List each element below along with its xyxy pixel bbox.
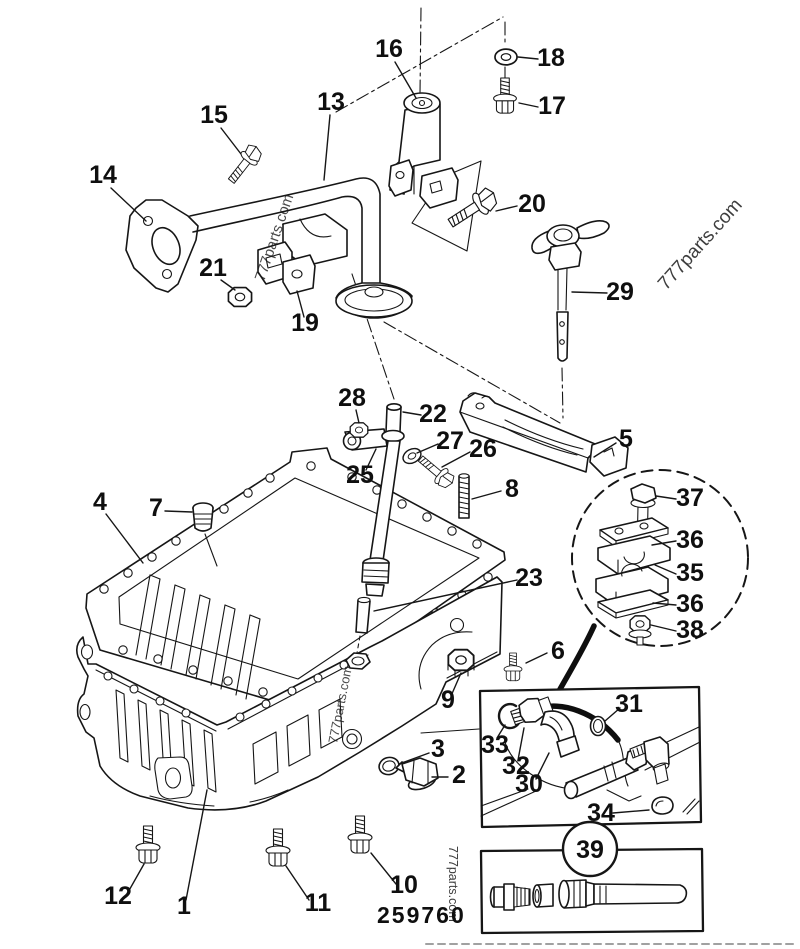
clamp-nut-38 bbox=[628, 615, 652, 646]
bolt-10 bbox=[347, 815, 373, 854]
callout-23-label: 23 bbox=[515, 564, 543, 592]
hose-inset-box bbox=[478, 685, 703, 829]
dipstick-tube-assembly bbox=[342, 402, 470, 654]
callout-3-label: 3 bbox=[431, 735, 445, 763]
hose-straight-30 bbox=[563, 745, 649, 800]
callout-29-label: 29 bbox=[606, 278, 634, 306]
plug-7 bbox=[192, 502, 218, 567]
watermark-right-vertical: 777parts.com bbox=[446, 846, 460, 922]
callout-35-label: 35 bbox=[676, 559, 704, 587]
washer-18 bbox=[494, 48, 518, 66]
callout-19-label: 19 bbox=[291, 309, 319, 337]
callout-15-label: 15 bbox=[200, 101, 228, 129]
callout-27-label: 27 bbox=[436, 427, 464, 455]
callout-37-label: 37 bbox=[676, 484, 704, 512]
callout-16-label: 16 bbox=[375, 35, 403, 63]
construction-lines bbox=[335, 7, 564, 734]
pipe-clamp bbox=[227, 213, 348, 308]
detail-circle bbox=[571, 469, 749, 647]
callout-22-label: 22 bbox=[419, 400, 447, 428]
callout-36b-label: 36 bbox=[676, 590, 704, 618]
hose-kit-inset-box bbox=[479, 820, 705, 935]
bolt-11 bbox=[265, 828, 291, 867]
snap-ring-33 bbox=[497, 702, 521, 730]
callout-14-label: 14 bbox=[89, 161, 117, 189]
kit-fitting bbox=[489, 883, 531, 911]
part-number: 259760 bbox=[377, 902, 466, 928]
bolt-26 bbox=[414, 451, 458, 492]
callout-labels: 1 2 3 4 5 6 7 8 9 10 11 12 13 14 15 16 1… bbox=[89, 35, 704, 920]
bolt-15 bbox=[223, 141, 266, 188]
clip-34 bbox=[651, 796, 674, 815]
clamp-plate-36-upper bbox=[599, 517, 669, 548]
kit-hose bbox=[558, 879, 688, 909]
callout-7-label: 7 bbox=[149, 494, 163, 522]
callout-10-label: 10 bbox=[390, 871, 418, 899]
dipstick bbox=[531, 220, 610, 362]
callout-31-label: 31 bbox=[615, 690, 643, 718]
callout-38-label: 38 bbox=[676, 616, 704, 644]
callout-36a-label: 36 bbox=[676, 526, 704, 554]
callout-39-circle bbox=[561, 820, 619, 878]
elbow-fitting bbox=[629, 736, 670, 785]
callout-leaders bbox=[105, 56, 677, 901]
nut-9 bbox=[447, 648, 475, 677]
callout-9-label: 9 bbox=[441, 686, 455, 714]
callout-32-label: 32 bbox=[502, 752, 530, 780]
callout-25-label: 25 bbox=[346, 461, 374, 489]
oil-pan bbox=[76, 576, 503, 811]
callout-21-label: 21 bbox=[199, 254, 227, 282]
washer-27 bbox=[399, 444, 425, 468]
callout-30-label: 30 bbox=[515, 770, 543, 798]
callout-11-label: 11 bbox=[305, 889, 332, 917]
callout-20-label: 20 bbox=[518, 190, 546, 218]
stud-8 bbox=[458, 473, 470, 519]
callout-18-label: 18 bbox=[537, 44, 565, 72]
callout-33-label: 33 bbox=[481, 731, 509, 759]
callout-4-label: 4 bbox=[93, 488, 107, 516]
kit-sleeve bbox=[532, 883, 554, 908]
callout-13-label: 13 bbox=[317, 88, 345, 116]
callout-26-label: 26 bbox=[469, 435, 497, 463]
bolt-17 bbox=[493, 77, 517, 114]
detail-pointer-stroke bbox=[556, 623, 597, 694]
dipstick-tube-lower bbox=[355, 599, 371, 634]
callout-8-label: 8 bbox=[505, 475, 519, 503]
support-bracket-5 bbox=[459, 392, 629, 477]
callout-28-label: 28 bbox=[338, 384, 366, 412]
mounting-bracket-16 bbox=[388, 92, 459, 209]
bolt-12 bbox=[135, 825, 161, 864]
callout-39-label: 39 bbox=[576, 836, 604, 864]
callout-2-label: 2 bbox=[452, 761, 466, 789]
hose-elbow-30 bbox=[540, 710, 580, 758]
callout-6-label: 6 bbox=[551, 637, 565, 665]
callout-1-label: 1 bbox=[177, 892, 191, 920]
suction-pipe-assembly bbox=[125, 177, 413, 319]
bolt-6 bbox=[503, 652, 523, 682]
callout-5-label: 5 bbox=[619, 425, 633, 453]
clamp-nut bbox=[227, 286, 253, 308]
nut-28 bbox=[349, 422, 369, 438]
callout-34-label: 34 bbox=[587, 799, 615, 827]
callout-17-label: 17 bbox=[538, 92, 566, 120]
watermark-top-right: 777parts.com bbox=[654, 195, 747, 295]
callout-12-label: 12 bbox=[104, 882, 132, 910]
